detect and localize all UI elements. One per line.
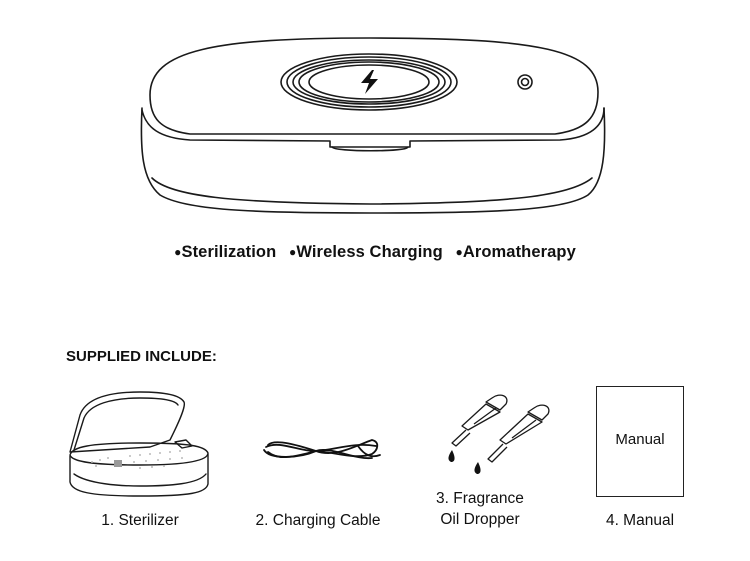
- manual-box-label: Manual: [615, 431, 665, 448]
- feature-aromatherapy: ●Aromatherapy: [455, 243, 576, 261]
- feature-list: ●Sterilization ●Wireless Charging ●Aroma…: [0, 243, 750, 262]
- item-label-sterilizer: 1. Sterilizer: [101, 512, 179, 529]
- feature-sterilization: ●Sterilization: [174, 243, 277, 261]
- item-label-fragrance-dropper: 3. Fragrance Oil Dropper: [420, 488, 540, 530]
- lightning-bolt-icon: [361, 70, 378, 94]
- charging-cable-icon: [263, 439, 381, 459]
- dropper-icon: [451, 394, 550, 463]
- item-label-manual: 4. Manual: [605, 512, 675, 529]
- sterilizer-body: [140, 107, 606, 214]
- item-label-line1: 3. Fragrance: [436, 490, 524, 507]
- sterilizer-lid: [149, 37, 599, 135]
- item-label-charging-cable: 2. Charging Cable: [255, 512, 381, 529]
- feature-wireless-charging: ●Wireless Charging: [288, 243, 443, 261]
- manual-icon: Manual: [596, 386, 684, 497]
- sterilizer-thumb-icon: [69, 391, 209, 497]
- power-button-icon: [517, 74, 533, 90]
- supplied-title: SUPPLIED INCLUDE:: [66, 348, 217, 365]
- item-label-line2: Oil Dropper: [440, 511, 520, 528]
- oil-drop-icon: [448, 450, 481, 474]
